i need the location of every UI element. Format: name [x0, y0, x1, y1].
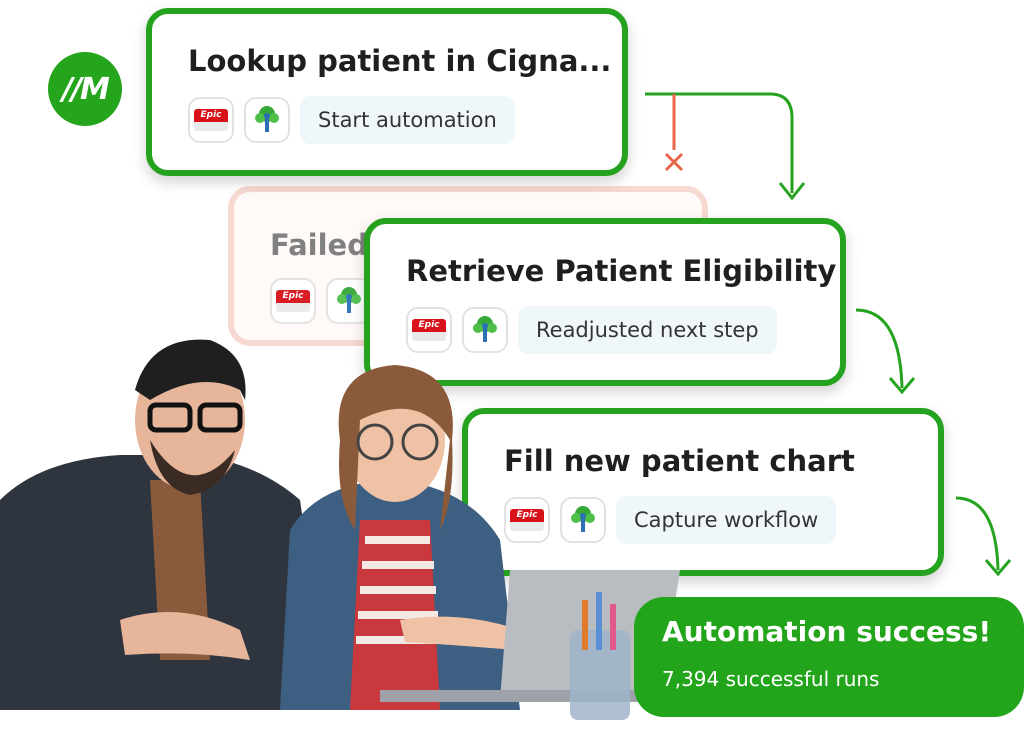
epic-icon: Epic	[504, 497, 550, 543]
brand-logo-text: //M	[62, 71, 110, 107]
step-card-lookup-patient[interactable]: Lookup patient in Cigna... Epic Start au…	[146, 8, 628, 176]
cigna-tree-icon	[244, 97, 290, 143]
epic-icon: Epic	[406, 307, 452, 353]
step-card-fill-chart[interactable]: Fill new patient chart Epic Capture work…	[462, 408, 944, 576]
flow-arrow-1	[645, 92, 806, 201]
brand-logo: //M	[48, 52, 122, 126]
flow-arrow-3	[955, 496, 1012, 577]
cigna-tree-icon	[462, 307, 508, 353]
epic-icon: Epic	[188, 97, 234, 143]
flow-arrow-2	[855, 308, 916, 395]
cigna-tree-icon	[560, 497, 606, 543]
step-title: Retrieve Patient Eligibility	[406, 254, 837, 288]
automation-success-banner: Automation success! 7,394 successful run…	[634, 597, 1024, 717]
failed-step-title: Failed	[270, 228, 368, 262]
readjusted-next-step-button[interactable]: Readjusted next step	[518, 306, 777, 354]
epic-icon: Epic	[270, 278, 316, 324]
step-title: Lookup patient in Cigna...	[188, 44, 612, 78]
success-run-count: 7,394 successful runs	[662, 667, 880, 691]
step-title: Fill new patient chart	[504, 444, 855, 478]
step-card-retrieve-eligibility[interactable]: Retrieve Patient Eligibility Epic Readju…	[364, 218, 846, 386]
capture-workflow-button[interactable]: Capture workflow	[616, 496, 837, 544]
success-title: Automation success!	[662, 615, 992, 648]
people-at-laptop-image	[0, 339, 680, 720]
start-automation-button[interactable]: Start automation	[300, 96, 515, 144]
